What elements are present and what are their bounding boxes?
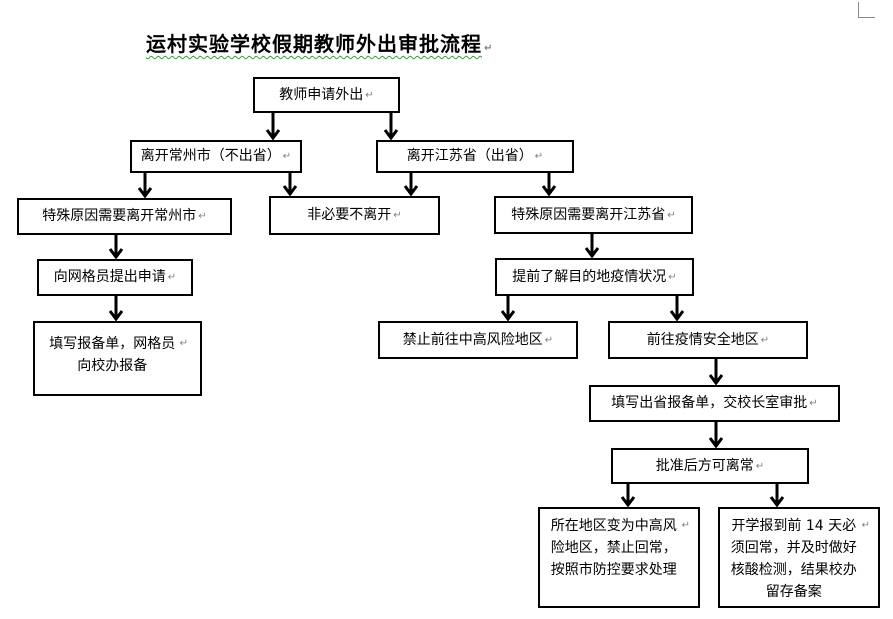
arrow-know-epidemic-to-go-safe: [669, 296, 685, 322]
arrow-leave-province-to-not-necessary: [403, 173, 419, 197]
node-risk-change: 所在地区变为中高风险地区，禁止回常，按照市防控要求处理↵: [538, 507, 700, 608]
node-special-province: 特殊原因需要离开江苏省↵: [494, 196, 693, 234]
node-leave-city: 离开常州市（不出省）↵: [130, 140, 302, 173]
node-fill-report: 填写报备单，网格员向校办报备↵: [33, 321, 202, 396]
page-title: 运村实验学校假期教师外出审批流程↵: [146, 32, 494, 56]
arrow-fill-out-province-to-approved: [708, 422, 724, 449]
node-grid-apply: 向网格员提出申请↵: [37, 259, 193, 296]
arrow-leave-city-to-special-city: [137, 173, 153, 199]
arrow-leave-province-to-special-province: [541, 173, 557, 197]
arrow-know-epidemic-to-forbid-risk: [500, 296, 516, 322]
node-approved: 批准后方可离常↵: [611, 448, 809, 484]
node-leave-province: 离开江苏省（出省）↵: [376, 140, 574, 173]
arrow-apply-to-leave-city: [265, 113, 281, 141]
page-corner-mark: [858, 2, 875, 18]
node-not-necessary: 非必要不离开↵: [269, 196, 440, 235]
arrow-grid-apply-to-fill-report: [108, 296, 124, 322]
arrow-apply-to-leave-province: [383, 113, 399, 141]
node-know-epidemic: 提前了解目的地疫情状况↵: [495, 258, 694, 296]
node-forbid-risk: 禁止前往中高风险地区↵: [378, 321, 578, 359]
arrow-approved-to-return-early: [769, 484, 785, 508]
node-go-safe: 前往疫情安全地区↵: [608, 321, 808, 359]
node-special-city: 特殊原因需要离开常州市↵: [17, 198, 232, 235]
node-return-early: 开学报到前 14 天必须回常，并及时做好核酸检测，结果校办留存备案↵: [718, 507, 880, 608]
arrow-go-safe-to-fill-out-province: [708, 359, 724, 386]
arrow-leave-city-to-not-necessary: [282, 173, 298, 197]
arrow-special-city-to-grid-apply: [108, 235, 124, 260]
node-fill-out-province: 填写出省报备单，交校长室审批↵: [589, 385, 840, 422]
arrow-approved-to-risk-change: [620, 484, 636, 508]
arrow-special-province-to-know-epidemic: [584, 234, 600, 259]
node-apply: 教师申请外出↵: [253, 77, 400, 113]
